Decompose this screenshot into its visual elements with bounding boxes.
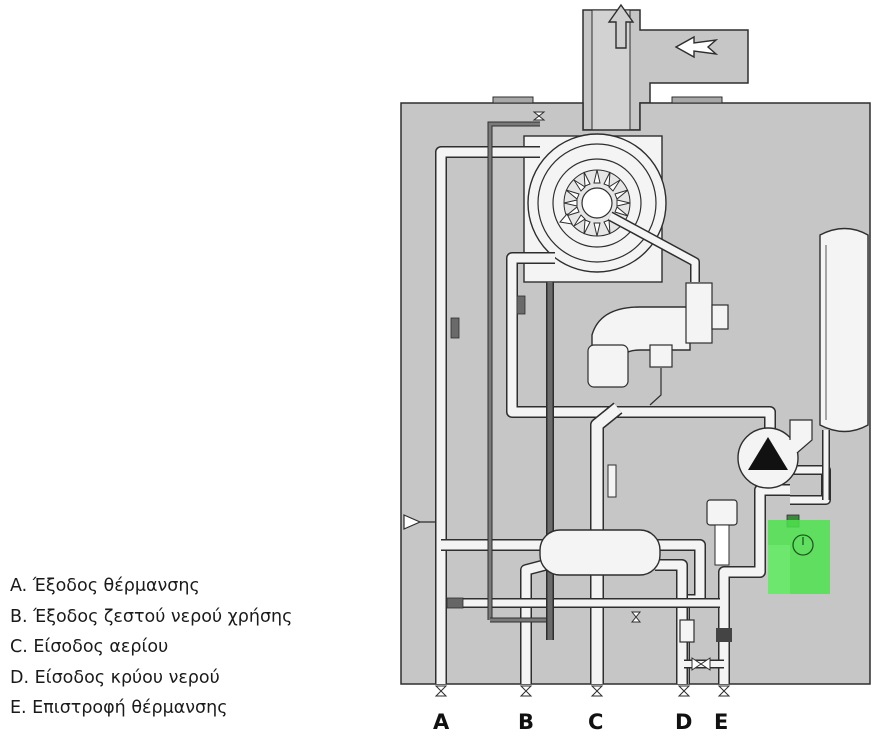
legend-item-d: D. Είσοδος κρύου νερού bbox=[10, 667, 220, 688]
dhw-pipes bbox=[487, 121, 554, 640]
expansion-vessel bbox=[819, 227, 869, 433]
gas-valve bbox=[587, 282, 729, 406]
triangle-icon bbox=[748, 437, 788, 470]
heat-exchanger bbox=[539, 529, 661, 576]
legend-item-a: A. Έξοδος θέρμανσης bbox=[10, 576, 200, 596]
boiler-casing bbox=[400, 96, 871, 685]
connection-taps bbox=[434, 685, 731, 697]
connection-label-a: A bbox=[433, 710, 450, 734]
legend-item-e: E. Επιστροφή θέρμανσης bbox=[10, 698, 228, 718]
connection-label-c: C bbox=[588, 710, 603, 734]
legend-item-c: C. Είσοδος αερίου bbox=[10, 637, 169, 657]
arrow-left-icon bbox=[674, 35, 719, 59]
connection-label-e: E bbox=[714, 710, 728, 734]
connection-label-b: B bbox=[518, 710, 534, 734]
heating-pipes bbox=[435, 146, 831, 684]
connection-label-d: D bbox=[675, 710, 692, 734]
legend-item-b: B. Έξοδος ζεστού νερού χρήσης bbox=[10, 606, 293, 627]
gauge-icon bbox=[792, 534, 814, 556]
legend: A. Έξοδος θέρμανσης B. Έξοδος ζεστού νερ… bbox=[10, 571, 370, 724]
diverter-valve bbox=[403, 111, 800, 671]
arrow-up-icon bbox=[607, 3, 635, 49]
pressure-gauge-highlight bbox=[768, 520, 830, 594]
